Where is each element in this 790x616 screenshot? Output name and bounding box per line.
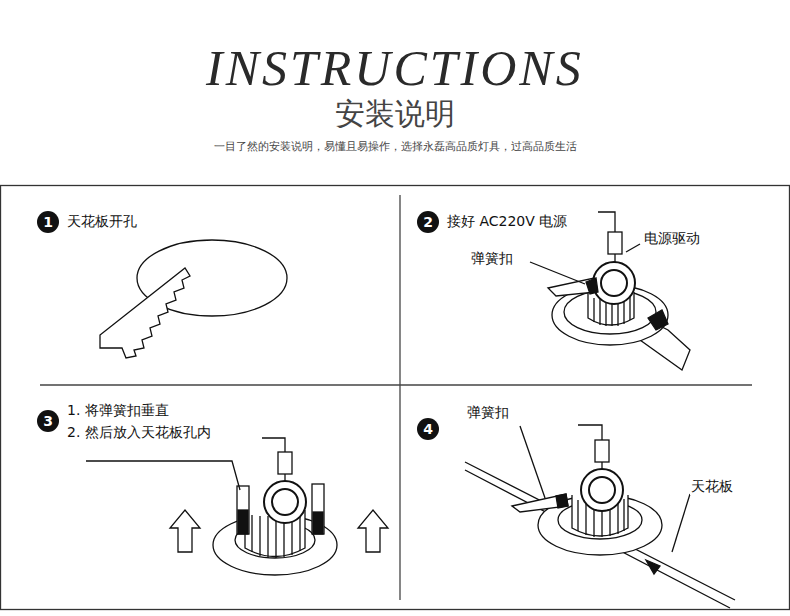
part-label: 弹簧扣 xyxy=(466,404,510,421)
callout-number: 2 xyxy=(417,211,439,233)
part-label: 弹簧扣 xyxy=(470,250,514,267)
tagline: 一目了然的安装说明，易懂且易操作，选择永磊高品质灯具，过高品质生活 xyxy=(213,140,578,153)
title: INSTRUCTIONS xyxy=(206,38,584,98)
step-text: 1. 将弹簧扣垂直 xyxy=(66,402,170,419)
step-text: 接好 AC220V 电源 xyxy=(446,213,568,230)
part-label: 天花板 xyxy=(690,478,734,495)
step-text: 天花板开孔 xyxy=(66,213,138,230)
callout-number: 1 xyxy=(37,211,59,233)
step-text: 2. 然后放入天花板孔内 xyxy=(66,424,212,441)
callout-number: 3 xyxy=(37,410,59,432)
subtitle: 安装说明 xyxy=(334,96,456,132)
callout-number: 4 xyxy=(417,418,439,440)
part-label: 电源驱动 xyxy=(643,230,701,247)
